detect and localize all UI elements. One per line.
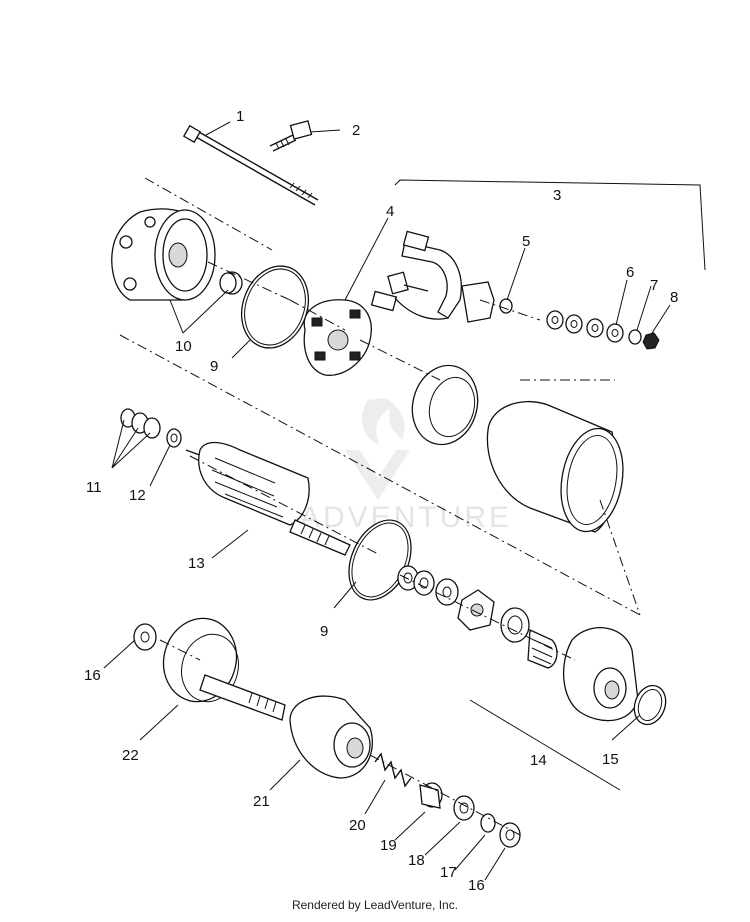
washer-5 (499, 298, 513, 314)
through-bolt (182, 124, 319, 206)
retainer-plate (457, 589, 495, 631)
thrust-washers (120, 408, 182, 448)
callout-12: 12 (129, 487, 146, 504)
brush-plate (303, 299, 372, 376)
center-lines (119, 177, 641, 836)
bearing (500, 607, 558, 669)
callout-2: 2 (352, 122, 360, 139)
callout-21: 21 (253, 793, 270, 810)
o-ring-upper (241, 265, 309, 349)
clutch-assembly (289, 695, 373, 779)
bushing (219, 271, 243, 295)
watermark-logo (345, 398, 410, 500)
lower-washers (453, 795, 521, 848)
callout-13: 13 (188, 555, 205, 572)
front-housing (111, 208, 216, 301)
sleeve (419, 782, 443, 809)
callout-19: 19 (380, 837, 397, 854)
brush-ring (411, 364, 479, 446)
brush-holder (370, 230, 495, 323)
yoke-housing (486, 400, 624, 533)
render-credit: Rendered by LeadVenture, Inc. (291, 898, 459, 912)
washer-stack (546, 310, 660, 350)
callout-17: 17 (440, 864, 457, 881)
o-ring-15 (633, 684, 667, 726)
callout-9-lower: 9 (320, 623, 328, 640)
callout-3: 3 (553, 187, 561, 204)
callout-14: 14 (530, 752, 547, 769)
callout-labels: 1 2 3 4 5 6 7 8 9 10 11 12 13 9 14 15 16… (84, 108, 678, 894)
callout-16-upper: 16 (84, 667, 101, 684)
spring (374, 752, 412, 788)
callout-8: 8 (670, 289, 678, 306)
washer-16a (133, 623, 157, 651)
callout-1: 1 (236, 108, 244, 125)
callout-20: 20 (349, 817, 366, 834)
callout-11: 11 (86, 479, 102, 496)
rear-housing (562, 627, 639, 722)
callout-7: 7 (650, 277, 658, 294)
armature-washers (397, 565, 459, 606)
callout-6: 6 (626, 264, 634, 281)
callout-5: 5 (522, 233, 530, 250)
callout-9-upper: 9 (210, 358, 218, 375)
callout-18: 18 (408, 852, 425, 869)
callout-15: 15 (602, 751, 619, 768)
mounting-screw (269, 120, 313, 152)
callout-22: 22 (122, 747, 139, 764)
callout-16-lower: 16 (468, 877, 485, 894)
leader-lines (103, 121, 706, 881)
armature (185, 441, 351, 556)
callout-4: 4 (386, 203, 394, 220)
callout-10: 10 (175, 338, 192, 355)
drive-gear-shaft (162, 617, 286, 721)
